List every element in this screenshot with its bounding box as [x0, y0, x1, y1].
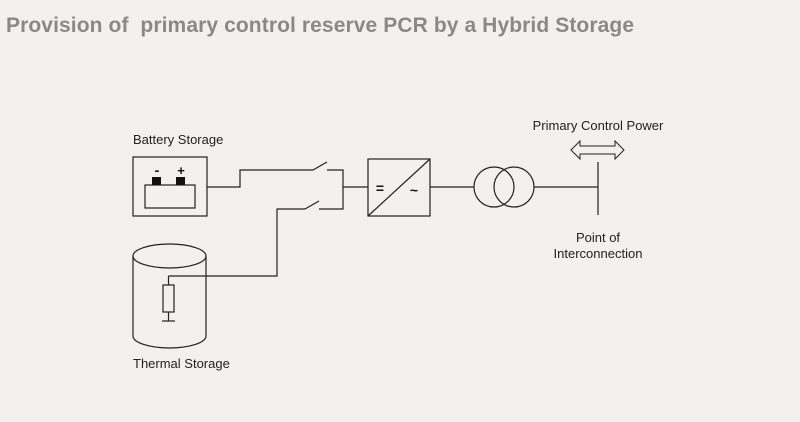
- battery-terminal-negative: [152, 177, 161, 185]
- thermal-storage-label: Thermal Storage: [133, 356, 230, 371]
- point-of-interconnection-label-line1: Point of: [576, 230, 620, 245]
- battery-body: [144, 184, 196, 209]
- thermal-wire: [168, 208, 305, 277]
- thermal-storage: [132, 243, 207, 349]
- thermal-cylinder-body: [132, 256, 207, 349]
- battery-storage-label: Battery Storage: [133, 132, 223, 147]
- converter-ac-symbol: ~: [410, 182, 418, 198]
- battery-box: [132, 156, 208, 217]
- battery-minus-sign: -: [155, 162, 160, 178]
- thermal-cylinder-top: [132, 243, 207, 269]
- battery-feeder: [207, 161, 344, 188]
- transformer-coil-primary: [473, 166, 515, 208]
- transformer: [473, 166, 535, 208]
- point-of-interconnection-label-line2: Interconnection: [554, 246, 643, 261]
- battery-switch: [312, 161, 328, 171]
- battery-switch-out: [327, 169, 344, 187]
- thermal-switch-out: [319, 187, 344, 210]
- converter-dc-symbol: =: [376, 180, 384, 196]
- page-title: Provision of primary control reserve PCR…: [6, 14, 635, 37]
- battery-plus-sign: +: [177, 163, 185, 178]
- thermal-feeder: [168, 187, 344, 277]
- converter-diagonal: [367, 158, 431, 217]
- thermal-switch: [304, 200, 320, 210]
- heating-resistor: [162, 284, 175, 313]
- battery-storage: [132, 156, 208, 217]
- battery-terminal-positive: [176, 177, 185, 185]
- battery-wire: [207, 169, 313, 188]
- primary-control-power-label: Primary Control Power: [533, 118, 664, 133]
- bidirectional-power-arrow: [570, 139, 625, 161]
